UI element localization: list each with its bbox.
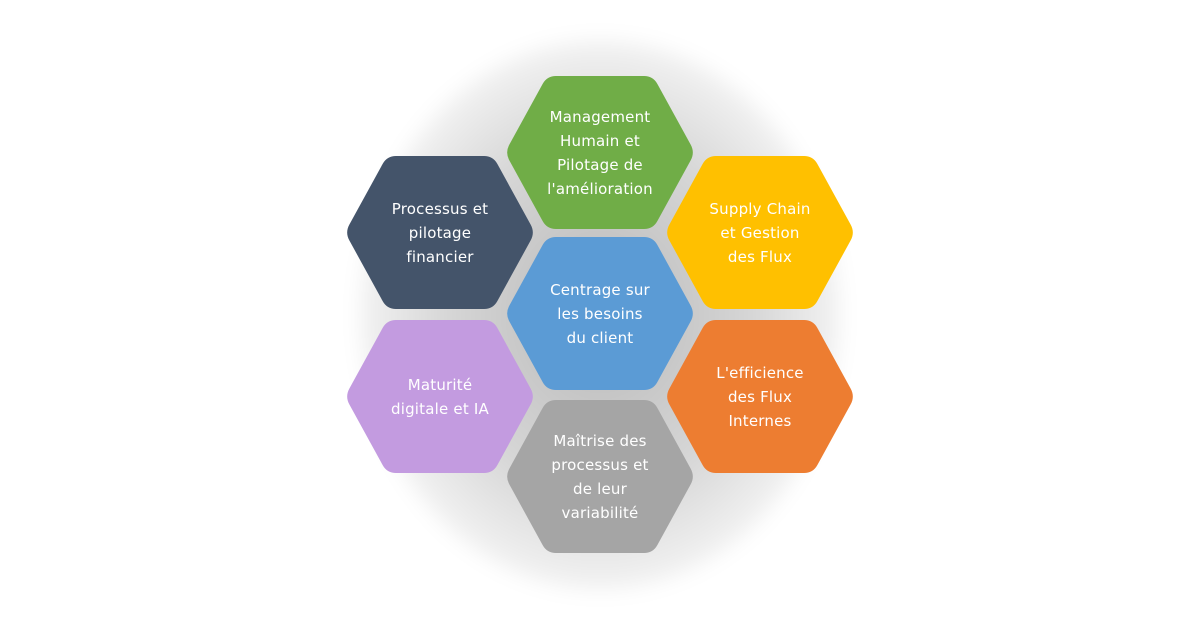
hexagon-shape	[347, 156, 533, 309]
hex-centrage-client: Centrage sur les besoins du client	[505, 237, 695, 390]
hexagon-shape	[507, 400, 693, 553]
hexagon-shape	[347, 320, 533, 473]
hex-supply-chain: Supply Chain et Gestion des Flux	[665, 156, 855, 309]
hex-label-centrage-client: Centrage sur les besoins du client	[550, 280, 650, 347]
hex-label-management-humain: Management Humain et Pilotage de l'améli…	[547, 107, 653, 198]
hex-label-processus-pilotage-financier: Processus et pilotage financier	[391, 199, 489, 266]
hex-label-maturite-digitale: Maturité digitale et IA	[391, 375, 489, 418]
hexagon-shape	[667, 320, 853, 473]
hex-label-maitrise-processus: Maîtrise des processus et de leur variab…	[551, 431, 649, 522]
hexagon-shape	[507, 76, 693, 229]
hex-efficience-flux: L'efficience des Flux Internes	[665, 320, 855, 473]
hexagon-shape	[507, 237, 693, 390]
hexagon-shape	[667, 156, 853, 309]
hex-management-humain: Management Humain et Pilotage de l'améli…	[505, 76, 695, 229]
hex-maitrise-processus: Maîtrise des processus et de leur variab…	[505, 400, 695, 553]
hex-maturite-digitale: Maturité digitale et IA	[345, 320, 535, 473]
hex-processus-pilotage-financier: Processus et pilotage financier	[345, 156, 535, 309]
hex-label-supply-chain: Supply Chain et Gestion des Flux	[709, 199, 811, 266]
hex-label-efficience-flux: L'efficience des Flux Internes	[716, 363, 804, 430]
